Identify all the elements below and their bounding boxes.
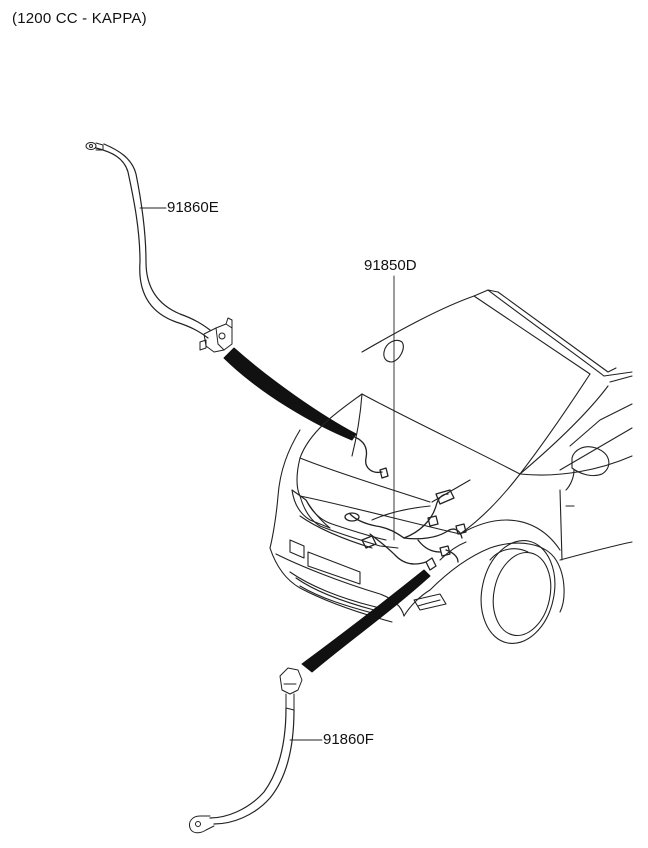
pointer-band-top — [223, 347, 357, 441]
wiring-harness-91850d — [344, 435, 467, 571]
vehicle-front-view — [269, 289, 633, 644]
engine-variant-label: (1200 CC - KAPPA) — [12, 10, 147, 27]
part-number-91860f: 91860F — [323, 731, 374, 748]
battery-cable-91860f — [189, 667, 303, 834]
part-number-91850d: 91850D — [364, 257, 417, 274]
part-number-91860e: 91860E — [167, 199, 219, 216]
pointer-band-bottom — [301, 569, 431, 673]
battery-cable-91860e — [85, 142, 233, 353]
